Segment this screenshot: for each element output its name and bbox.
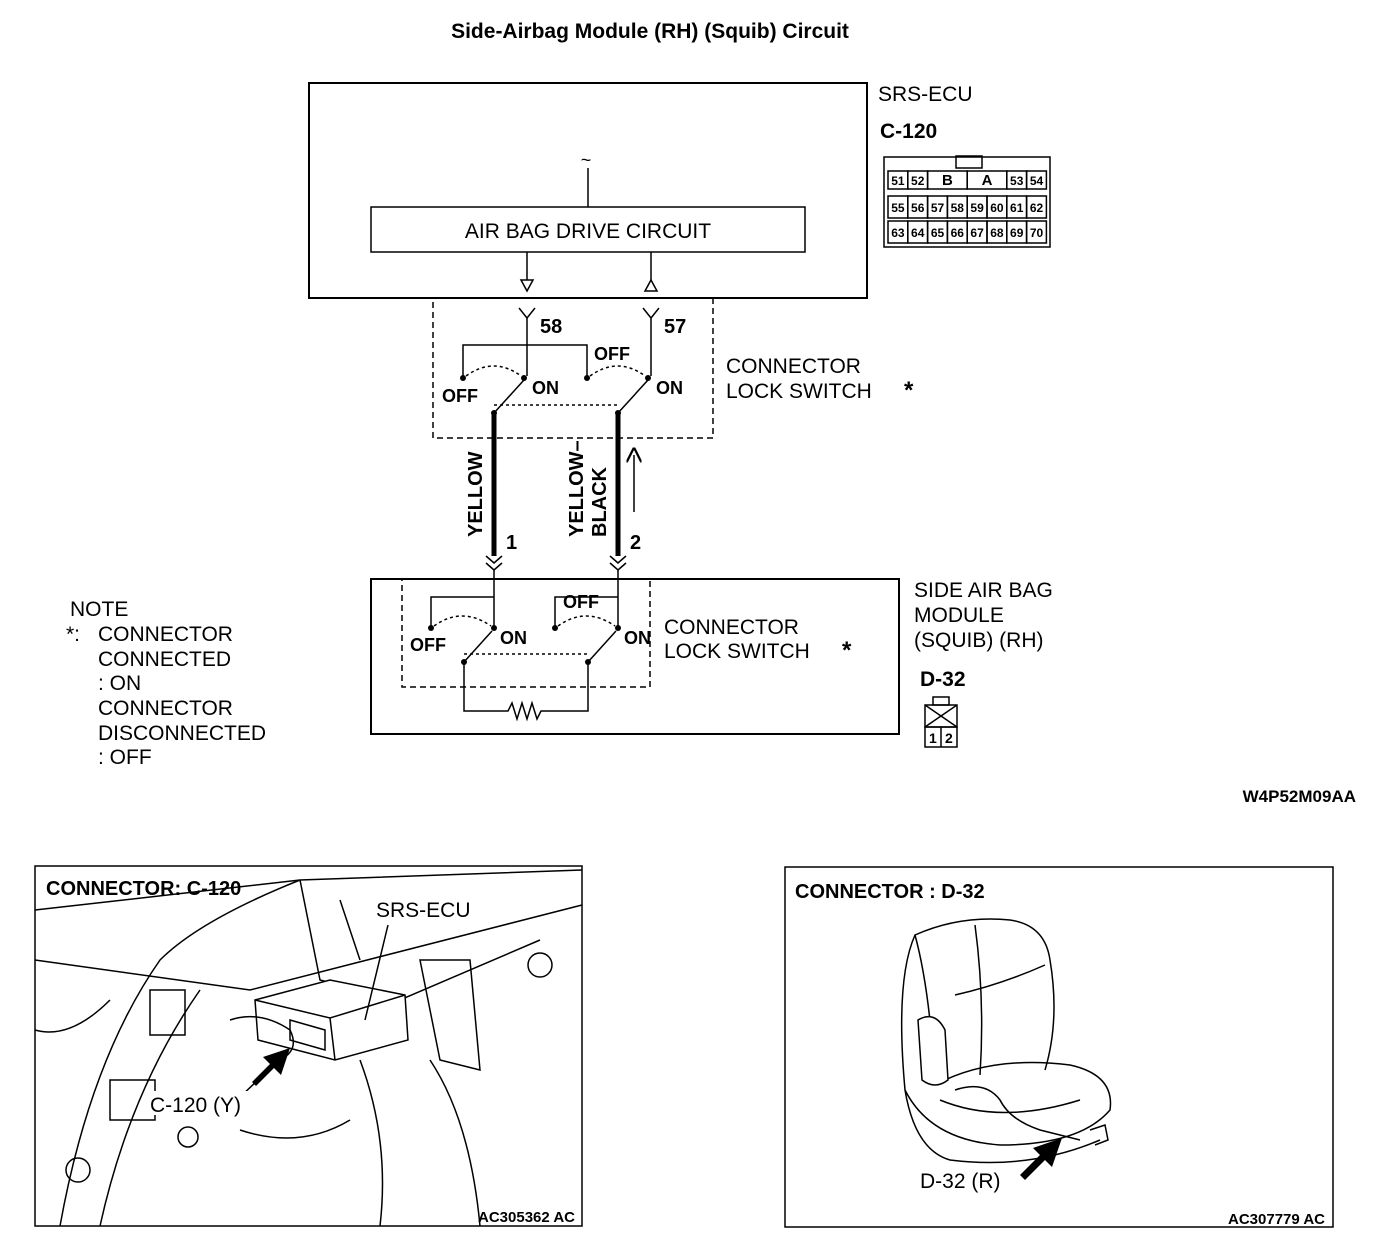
module-connector-id: D-32 bbox=[920, 668, 966, 691]
c120-pin-63: 63 bbox=[891, 226, 905, 240]
c120-pin-62: 62 bbox=[1030, 201, 1044, 215]
photo-left-code: AC305362 AC bbox=[478, 1209, 575, 1226]
diagram-title: Side-Airbag Module (RH) (Squib) Circuit bbox=[451, 20, 849, 43]
c120-pin-69: 69 bbox=[1010, 226, 1024, 240]
upper-lock-switch-asterisk: * bbox=[904, 377, 914, 404]
photo-left-heading: CONNECTOR: C-120 bbox=[46, 878, 241, 900]
c120-pin-53: 53 bbox=[1010, 174, 1024, 188]
d32-pin-1: 1 bbox=[929, 730, 937, 746]
c120-pin-B: B bbox=[942, 172, 953, 189]
wire2-color-line1: YELLOW– bbox=[566, 440, 588, 537]
upper-lock-switch-line2: LOCK SWITCH bbox=[726, 380, 872, 403]
terminal-2-label: 2 bbox=[630, 532, 641, 554]
note-line-5: DISCONNECTED bbox=[98, 722, 266, 745]
upper-sw2-off: OFF bbox=[594, 344, 630, 364]
c120-pin-60: 60 bbox=[990, 201, 1004, 215]
c120-connector-face: 51 52 B A 53 54 55 56 57 58 59 60 61 62 63 64 65 66 67 68 69… bbox=[883, 155, 1051, 248]
lower-lock-switch-asterisk: * bbox=[842, 637, 852, 664]
lower-sw2-off: OFF bbox=[563, 592, 599, 612]
c120-pin-51: 51 bbox=[891, 174, 905, 188]
c120-pin-57: 57 bbox=[931, 201, 945, 215]
note-line-2: CONNECTED bbox=[98, 648, 231, 671]
c120-pin-58: 58 bbox=[951, 201, 965, 215]
lower-sw1-on: ON bbox=[500, 628, 527, 648]
c120-pin-64: 64 bbox=[911, 226, 925, 240]
ecu-tilde: ~ bbox=[581, 150, 592, 170]
ecu-connector-id: C-120 bbox=[880, 120, 937, 143]
c120-pin-68: 68 bbox=[990, 226, 1004, 240]
photo-right-code: AC307779 AC bbox=[1228, 1211, 1325, 1228]
upper-sw1-off: OFF bbox=[442, 386, 478, 406]
module-label-line2: MODULE bbox=[914, 604, 1004, 627]
drive-circuit-label: AIR BAG DRIVE CIRCUIT bbox=[465, 220, 711, 243]
c120-pin-59: 59 bbox=[970, 201, 984, 215]
photo-right-connector-callout: D-32 (R) bbox=[920, 1170, 1001, 1193]
note-marker: *: bbox=[66, 623, 80, 646]
lower-lock-switch-line1: CONNECTOR bbox=[664, 616, 799, 639]
c120-pin-61: 61 bbox=[1010, 201, 1024, 215]
lower-sw2-on: ON bbox=[624, 628, 651, 648]
ecu-name-label: SRS-ECU bbox=[878, 83, 973, 106]
upper-lock-switch-line1: CONNECTOR bbox=[726, 355, 861, 378]
note-line-3: : ON bbox=[98, 672, 141, 695]
terminal-1-label: 1 bbox=[506, 532, 517, 554]
output-triangle-up bbox=[643, 278, 659, 292]
c120-pin-67: 67 bbox=[970, 226, 984, 240]
note-line-6: : OFF bbox=[98, 746, 152, 769]
photo-right-heading: CONNECTOR : D-32 bbox=[795, 881, 985, 903]
wire1-color: YELLOW bbox=[465, 451, 487, 537]
note-heading: NOTE bbox=[70, 598, 128, 621]
c120-pin-65: 65 bbox=[931, 226, 945, 240]
note-line-4: CONNECTOR bbox=[98, 697, 233, 720]
c120-pin-54: 54 bbox=[1030, 174, 1044, 188]
upper-lock-switch-box bbox=[432, 297, 714, 439]
note-line-1: CONNECTOR bbox=[98, 623, 233, 646]
c120-pin-66: 66 bbox=[951, 226, 965, 240]
side-airbag-module-box bbox=[370, 578, 900, 735]
photo-left-ecu-callout: SRS-ECU bbox=[376, 899, 471, 922]
photo-left-connector-callout: C-120 (Y) bbox=[150, 1094, 241, 1117]
lower-sw1-off: OFF bbox=[410, 635, 446, 655]
squib-resistor bbox=[463, 662, 589, 722]
c120-pin-56: 56 bbox=[911, 201, 925, 215]
c120-pin-70: 70 bbox=[1030, 226, 1044, 240]
lower-lock-switch-box bbox=[401, 578, 651, 688]
drive-circuit-box bbox=[370, 206, 806, 253]
upper-sw2-on: ON bbox=[656, 378, 683, 398]
c120-pin-55: 55 bbox=[891, 201, 905, 215]
lower-lock-switch-line2: LOCK SWITCH bbox=[664, 640, 810, 663]
d32-connector-face bbox=[924, 696, 958, 748]
c120-pin-52: 52 bbox=[911, 174, 925, 188]
pin-57-label: 57 bbox=[664, 316, 686, 338]
c120-location-illustration bbox=[34, 865, 583, 1227]
diagram-code: W4P52M09AA bbox=[1243, 787, 1356, 806]
output-triangle-down bbox=[519, 279, 535, 293]
upper-sw1-on: ON bbox=[532, 378, 559, 398]
c120-pin-A: A bbox=[982, 172, 993, 189]
wire2-color-line2: BLACK bbox=[589, 466, 611, 537]
module-label-line3: (SQUIB) (RH) bbox=[914, 629, 1044, 652]
d32-pin-2: 2 bbox=[945, 730, 953, 746]
d32-location-illustration bbox=[784, 866, 1334, 1228]
pin-58-label: 58 bbox=[540, 316, 562, 338]
module-label-line1: SIDE AIR BAG bbox=[914, 579, 1053, 602]
